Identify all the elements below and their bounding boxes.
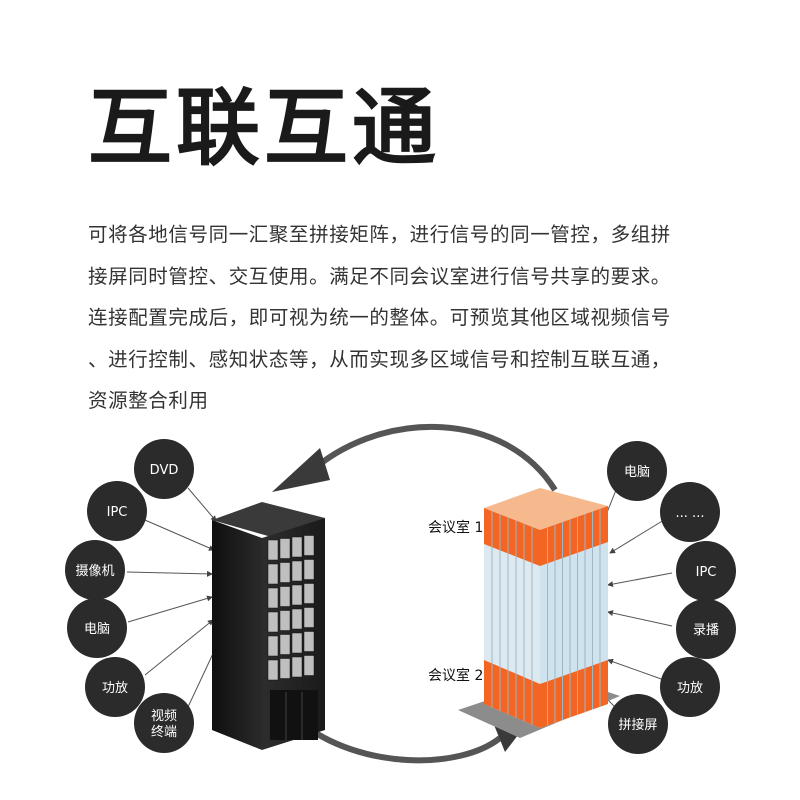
rack-drive-slot (267, 587, 279, 609)
svg-text:拼接屏: 拼接屏 (618, 717, 657, 733)
svg-text:录播: 录播 (693, 623, 719, 638)
device-video-terminal: 视频 终端 (134, 693, 194, 753)
rack-drive-slot (303, 607, 315, 628)
room-2-label: 会议室 2 (428, 667, 483, 684)
rack-drive-slot (267, 563, 279, 585)
page-title: 互联互通 (88, 79, 441, 177)
left-devices: DVD IPC 摄像机 电脑 功放 视频 终端 (65, 439, 194, 753)
svg-text:电脑: 电脑 (624, 465, 650, 480)
device-camera: 摄像机 (65, 540, 125, 600)
svg-text:... ...: ... ... (676, 506, 705, 521)
svg-text:视频: 视频 (151, 709, 177, 724)
building-top-band-left (484, 508, 540, 566)
rack-drive-slot (303, 655, 315, 676)
office-building-icon (458, 488, 620, 738)
description-line: 资源整合利用 (88, 389, 209, 412)
rack-drive-slot (279, 586, 291, 607)
rack-drive-slot (291, 560, 303, 582)
server-rack-icon (212, 502, 325, 750)
svg-text:DVD: DVD (150, 463, 179, 478)
svg-text:IPC: IPC (696, 565, 717, 580)
rack-drive-slot (291, 536, 303, 558)
svg-text:摄像机: 摄像机 (75, 564, 114, 579)
description-line: 、进行控制、感知状态等，从而实现多区域信号和控制互联互通， (88, 347, 671, 371)
rack-drive-slot (267, 659, 279, 681)
svg-text:终端: 终端 (151, 724, 177, 740)
building-bottom-band-left (484, 660, 540, 728)
rack-drive-slot (303, 559, 315, 580)
device-video-wall: 拼接屏 (608, 694, 668, 754)
device-recorder: 录播 (676, 599, 736, 659)
rack-drive-slot (291, 632, 303, 654)
rack-drive-slot (291, 584, 303, 606)
building-top-band-right (540, 506, 608, 566)
description-line: 接屏同时管控、交互使用。满足不同会议室进行信号共享的要求。 (88, 264, 671, 288)
device-dvd: DVD (134, 439, 194, 499)
device-amplifier: 功放 (660, 657, 720, 717)
rack-drive-slot (279, 634, 291, 655)
svg-text:IPC: IPC (107, 505, 128, 520)
rack-drive-slot (291, 656, 303, 678)
rack-drive-slot (267, 611, 279, 633)
device-ipc: IPC (87, 481, 147, 541)
device-more: ... ... (660, 482, 720, 542)
room-1-label: 会议室 1 (428, 519, 483, 536)
rack-drive-slot (267, 539, 279, 561)
right-devices: 电脑 ... ... IPC 录播 功放 拼接屏 (607, 441, 736, 754)
rack-drive-slot (303, 631, 315, 652)
device-ipc: IPC (676, 541, 736, 601)
description-line: 连接配置完成后，即可视为统一的整体。可预览其他区域视频信号 (88, 306, 671, 329)
rack-drive-slot (291, 608, 303, 630)
rack-drive-slot (279, 562, 291, 583)
rack-drive-slot (267, 635, 279, 657)
right-connector-lines (597, 484, 673, 715)
svg-text:功放: 功放 (102, 681, 128, 696)
svg-text:功放: 功放 (677, 681, 703, 696)
device-computer: 电脑 (67, 598, 127, 658)
rack-drive-slot (279, 538, 291, 559)
rack-drive-slot (279, 610, 291, 631)
cycle-arrow-icon (272, 423, 558, 764)
description-line: 可将各地信号同一汇聚至拼接矩阵，进行信号的同一管控，多组拼 (88, 223, 671, 246)
rack-drive-slot (279, 658, 291, 679)
svg-text:电脑: 电脑 (84, 622, 110, 637)
building-bottom-band-right (540, 660, 608, 728)
description: 可将各地信号同一汇聚至拼接矩阵，进行信号的同一管控，多组拼 接屏同时管控、交互使… (88, 214, 728, 422)
device-amplifier: 功放 (85, 657, 145, 717)
device-computer: 电脑 (607, 441, 667, 501)
rack-drive-slot (303, 583, 315, 604)
rack-drive-slot (303, 535, 315, 556)
